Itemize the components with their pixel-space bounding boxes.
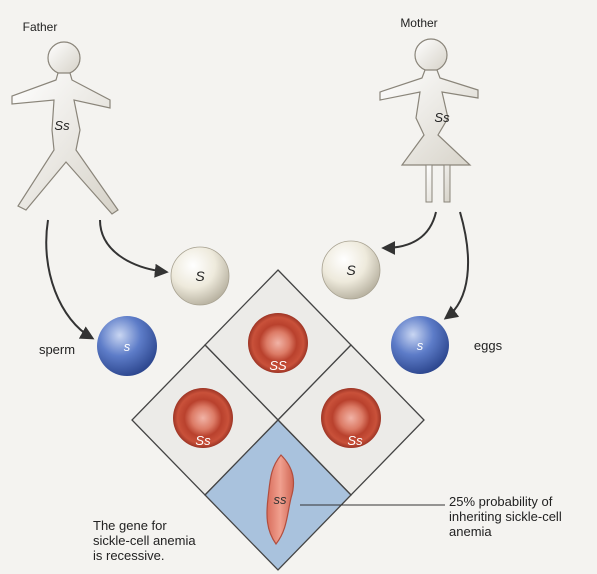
arrow-mother-to-recessive-egg [446, 212, 468, 318]
eggs-label: eggs [474, 338, 503, 353]
cell-left-genotype: Ss [195, 433, 211, 448]
probability-note: 25% probability of inheriting sickle-cel… [449, 494, 562, 539]
father-genotype: Ss [54, 118, 70, 133]
cell-top-genotype: SS [269, 358, 287, 373]
mother-figure [380, 39, 478, 202]
arrow-mother-to-dominant-egg [384, 212, 436, 248]
father-label: Father [23, 20, 58, 34]
egg-recessive-label: s [417, 338, 424, 353]
gene-note: The gene for sickle-cell anemia is reces… [93, 518, 196, 563]
arrow-father-to-recessive-sperm [46, 220, 92, 338]
arrow-father-to-dominant-sperm [100, 220, 166, 272]
sperm-dominant-label: S [195, 268, 205, 284]
sperm-recessive-label: s [124, 339, 131, 354]
mother-label: Mother [400, 16, 437, 30]
cell-right-genotype: Ss [347, 433, 363, 448]
mother-genotype: Ss [434, 110, 450, 125]
cell-bottom-genotype: ss [274, 492, 288, 507]
sperm-label: sperm [39, 342, 75, 357]
egg-dominant-label: S [346, 262, 356, 278]
